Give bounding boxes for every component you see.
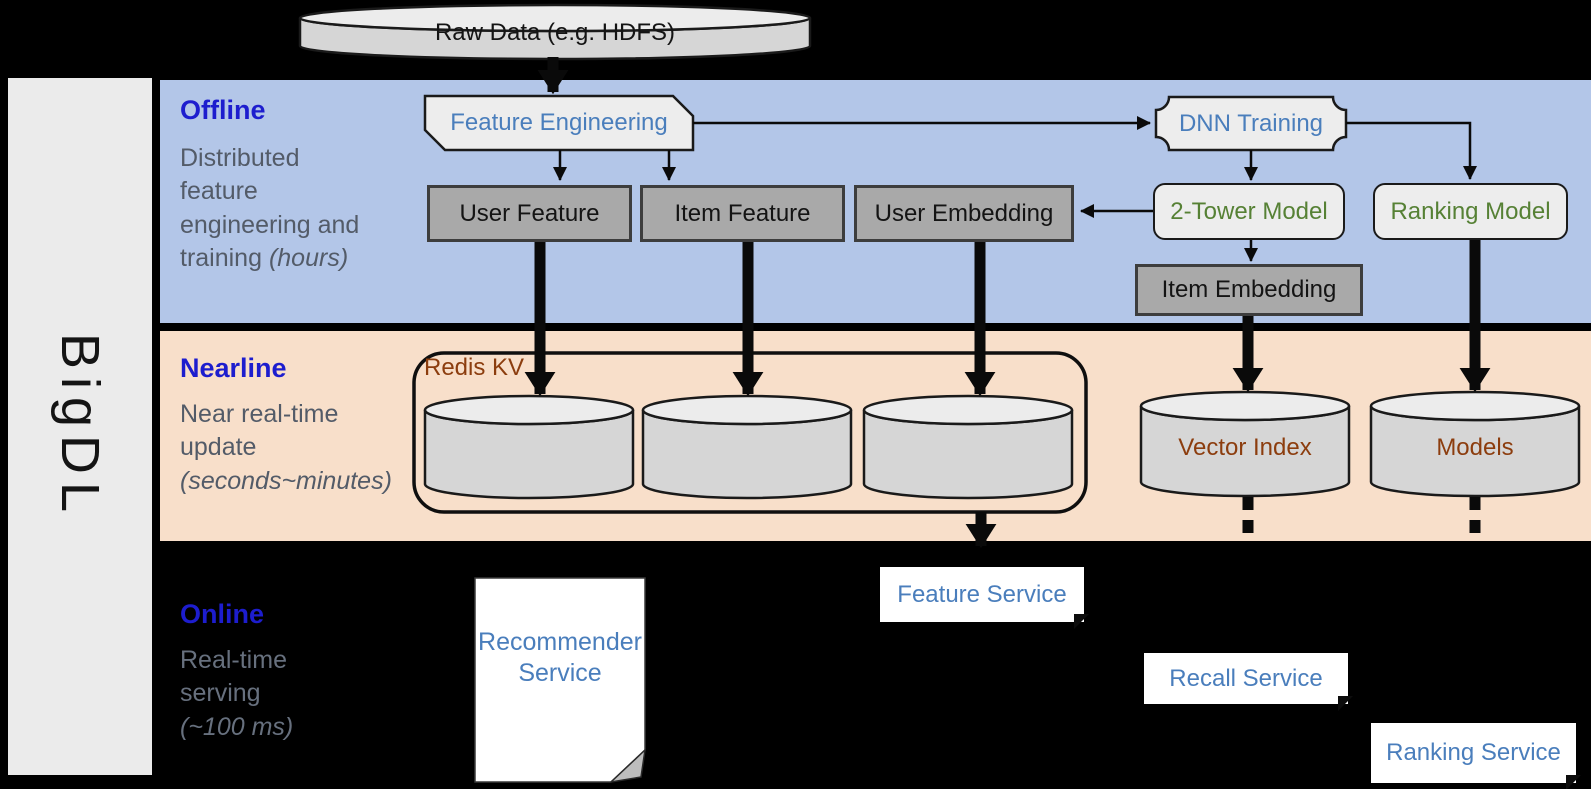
raw-data-label: Raw Data (e.g. HDFS) (434, 19, 676, 46)
online-section-title: Online (180, 599, 265, 630)
folded-corner (1338, 696, 1353, 711)
dnn-training-label: DNN Training (1178, 109, 1324, 137)
item-embedding-box: Item Embedding (1135, 264, 1363, 316)
ranking-model-box: Ranking Model (1373, 183, 1568, 240)
raw-data-cylinder (298, 3, 812, 61)
folded-corner (1566, 775, 1581, 789)
feature-engineering-shape (423, 94, 695, 152)
feature-service-label: Feature Service (897, 580, 1067, 608)
user-feature-box: User Feature (427, 185, 632, 242)
recall-service-label: Recall Service (1169, 664, 1323, 692)
offline-section-title: Offline (180, 95, 266, 126)
vector-index-cylinder (1139, 390, 1351, 498)
models-label: Models (1436, 434, 1514, 461)
folded-corner (1074, 614, 1089, 629)
offline-desc-text: Distributed feature engineering and trai… (180, 144, 360, 272)
models-cylinder (1369, 390, 1581, 498)
item-feature-box: Item Feature (640, 185, 845, 242)
online-desc-note: (~100 ms) (180, 712, 294, 741)
recall-service-box: Recall Service (1144, 653, 1353, 711)
nearline-section-title: Nearline (180, 353, 287, 384)
dnn-training-shape (1154, 95, 1348, 152)
nearline-desc-note: (seconds~minutes) (180, 466, 392, 495)
user-embedding-box: User Embedding (854, 185, 1074, 242)
ranking-service-box: Ranking Service (1371, 723, 1581, 789)
redis-kv-label: Redis KV (424, 354, 525, 381)
bigdl-brand-label: BigDL (50, 332, 110, 521)
redis-cylinder-2 (641, 394, 853, 500)
redis-cylinder-1 (423, 394, 635, 500)
redis-cylinder-3 (862, 394, 1074, 500)
vector-index-label: Vector Index (1178, 434, 1312, 461)
ranking-service-label: Ranking Service (1386, 739, 1561, 766)
offline-section-desc: Distributed feature engineering and trai… (180, 142, 375, 275)
recommender-service-document (474, 577, 647, 784)
nearline-desc-text: Near real-time update (180, 400, 339, 462)
recommender-service-label: Recommender Service (478, 627, 642, 687)
nearline-section-desc: Near real-time update (seconds~minutes) (180, 398, 398, 498)
feature-service-box: Feature Service (880, 567, 1089, 629)
online-desc-text: Real-time serving (180, 646, 287, 708)
offline-desc-note: (hours) (268, 243, 349, 272)
feature-engineering-label: Feature Engineering (450, 109, 668, 136)
two-tower-model-box: 2-Tower Model (1153, 183, 1345, 240)
bigdl-sidebar-band: BigDL (8, 78, 152, 775)
arrow-dnn-to-ranking-model (1346, 121, 1477, 181)
online-section-desc: Real-time serving (~100 ms) (180, 644, 315, 744)
